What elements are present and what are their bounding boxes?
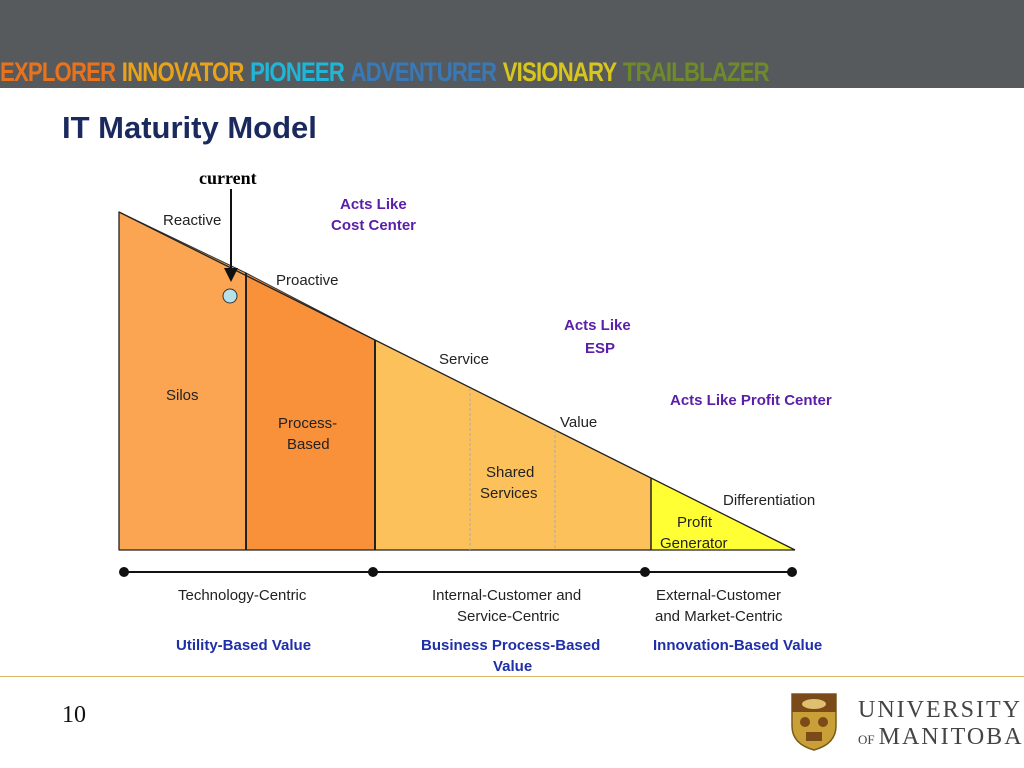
region-shared-services [375,340,651,550]
region-silos [118,211,247,551]
centric-external-2: and Market-Centric [655,608,783,625]
banner-wordmark: EXPLORER INNOVATOR PIONEER ADVENTURER VI… [0,57,775,87]
value-business-2: Value [493,658,532,675]
value-utility: Utility-Based Value [176,637,311,654]
acts-like-profit-center: Acts Like Profit Center [670,392,832,409]
timeline-dot-3 [640,567,650,577]
stage-label-proactive: Proactive [276,272,339,289]
acts-like-cost-center-2: Cost Center [331,217,416,234]
banner-word-pioneer: PIONEER [250,56,345,87]
banner-word-adventurer: ADVENTURER [350,56,497,87]
acts-like-esp-1: Acts Like [564,317,631,334]
logo-text-manitoba-word: MANITOBA [878,724,1024,750]
centric-technology: Technology-Centric [178,587,307,604]
region-label-shared-1: Shared [486,464,534,481]
timeline-dot-4 [787,567,797,577]
banner-word-visionary: VISIONARY [502,56,617,87]
region-process-based [245,272,376,551]
value-innovation: Innovation-Based Value [653,637,822,654]
header-bar [0,0,1024,88]
centric-internal-2: Service-Centric [457,608,560,625]
region-label-profit-2: Generator [660,535,728,552]
logo-text-university: UNIVERSITY [858,697,1022,723]
stage-label-reactive: Reactive [163,212,221,229]
banner-word-innovator: INNOVATOR [121,56,245,87]
centric-internal-1: Internal-Customer and [432,587,581,604]
region-label-process-2: Based [287,436,330,453]
centric-external-1: External-Customer [656,587,781,604]
current-arrowhead [224,268,238,282]
timeline-dot-1 [119,567,129,577]
footer-divider [0,676,1024,677]
banner-word-trailblazer: TRAILBLAZER [622,56,770,87]
region-label-shared-2: Services [480,485,538,502]
timeline-dot-2 [368,567,378,577]
slide-title: IT Maturity Model [62,110,317,145]
stage-label-value: Value [560,414,597,431]
value-business-1: Business Process-Based [421,637,600,654]
banner-word-explorer: EXPLORER [0,56,116,87]
stage-label-service: Service [439,351,489,368]
region-label-process-1: Process- [278,415,337,432]
logo-text-of: OF [858,732,875,747]
current-label: current [199,168,257,188]
region-label-profit-1: Profit [677,514,713,531]
acts-like-esp-2: ESP [585,340,615,357]
acts-like-cost-center-1: Acts Like [340,196,407,213]
region-label-silos: Silos [166,387,199,404]
stage-label-differentiation: Differentiation [723,492,815,509]
page-number: 10 [62,702,86,728]
current-marker [222,288,238,304]
university-crest-icon [791,693,837,751]
